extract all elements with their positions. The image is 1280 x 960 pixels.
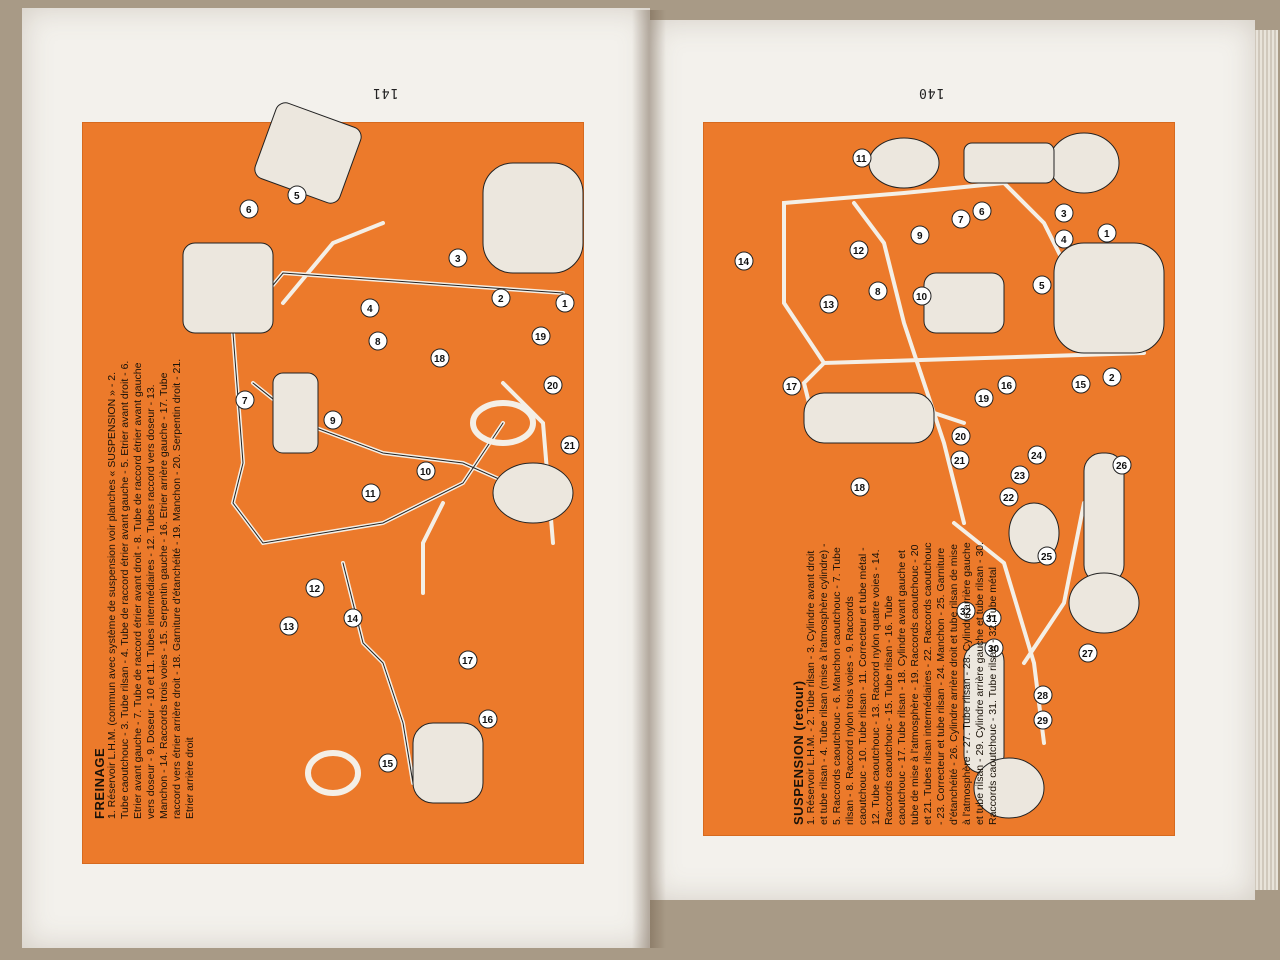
svg-text:2: 2: [498, 294, 504, 305]
suspension-caption: SUSPENSION (retour) 1. Réservoir L.H.M. …: [791, 541, 999, 825]
svg-text:24: 24: [1031, 451, 1043, 462]
svg-text:19: 19: [978, 394, 990, 405]
svg-text:16: 16: [1001, 381, 1013, 392]
svg-text:7: 7: [958, 215, 964, 226]
svg-text:21: 21: [564, 441, 576, 452]
svg-text:32: 32: [960, 607, 972, 618]
svg-text:10: 10: [420, 467, 432, 478]
svg-text:17: 17: [786, 382, 798, 393]
svg-text:8: 8: [375, 337, 381, 348]
page-number-left: 141: [372, 85, 399, 100]
svg-text:31: 31: [986, 614, 998, 625]
svg-text:2: 2: [1109, 373, 1115, 384]
svg-text:16: 16: [482, 715, 494, 726]
svg-text:15: 15: [382, 759, 394, 770]
svg-text:5: 5: [1039, 281, 1045, 292]
svg-text:1: 1: [1104, 229, 1110, 240]
freinage-panel: 1 2 3 4 5 6 7 8 9 10 11 12 13 14 15 16 1…: [82, 102, 584, 864]
svg-text:9: 9: [330, 416, 336, 427]
svg-text:18: 18: [854, 483, 866, 494]
svg-text:18: 18: [434, 354, 446, 365]
svg-text:22: 22: [1003, 493, 1015, 504]
svg-text:23: 23: [1014, 471, 1026, 482]
svg-text:11: 11: [856, 154, 867, 165]
svg-text:15: 15: [1075, 380, 1087, 391]
svg-text:6: 6: [246, 205, 252, 216]
suspension-panel: 1 2 3 4 5 6 7 8 9 10 11 12 13 14 15 16 1…: [703, 122, 1175, 836]
svg-text:5: 5: [294, 191, 300, 202]
svg-text:30: 30: [988, 644, 1000, 655]
svg-text:13: 13: [823, 300, 835, 311]
svg-text:14: 14: [738, 257, 750, 268]
svg-text:25: 25: [1041, 552, 1053, 563]
freinage-caption-text: 1. Réservoir L.H.M. (commun avec système…: [106, 358, 196, 819]
svg-text:4: 4: [367, 304, 373, 315]
svg-text:4: 4: [1061, 235, 1067, 246]
svg-text:26: 26: [1116, 461, 1128, 472]
svg-text:19: 19: [535, 332, 547, 343]
page-number-right: 140: [918, 85, 945, 100]
svg-text:13: 13: [283, 622, 295, 633]
svg-text:14: 14: [347, 614, 359, 625]
svg-text:6: 6: [979, 207, 985, 218]
freinage-diagram: 1 2 3 4 5 6 7 8 9 10 11 12 13 14 15 16 1…: [182, 102, 584, 804]
suspension-caption-text: 1. Réservoir L.H.M. - 2. Tube rilsan - 3…: [805, 541, 999, 825]
svg-text:27: 27: [1082, 649, 1094, 660]
svg-text:17: 17: [462, 656, 474, 667]
svg-text:11: 11: [365, 489, 376, 500]
svg-text:28: 28: [1037, 691, 1049, 702]
svg-text:10: 10: [916, 292, 928, 303]
suspension-diagram: 1 2 3 4 5 6 7 8 9 10 11 12 13 14 15 16 1…: [734, 132, 1165, 819]
suspension-title: SUSPENSION (retour): [791, 680, 806, 825]
book-gutter: [632, 10, 666, 948]
svg-text:1: 1: [562, 299, 568, 310]
freinage-title: FREINAGE: [92, 747, 107, 819]
svg-text:7: 7: [242, 396, 248, 407]
svg-text:12: 12: [309, 584, 321, 595]
svg-text:20: 20: [547, 381, 559, 392]
svg-text:3: 3: [455, 254, 461, 265]
svg-text:8: 8: [875, 287, 881, 298]
freinage-caption: FREINAGE 1. Réservoir L.H.M. (commun ave…: [92, 349, 203, 819]
svg-text:20: 20: [955, 432, 967, 443]
svg-text:3: 3: [1061, 209, 1067, 220]
svg-text:9: 9: [917, 231, 923, 242]
svg-text:21: 21: [954, 456, 966, 467]
svg-text:12: 12: [853, 246, 865, 257]
svg-text:29: 29: [1037, 716, 1049, 727]
